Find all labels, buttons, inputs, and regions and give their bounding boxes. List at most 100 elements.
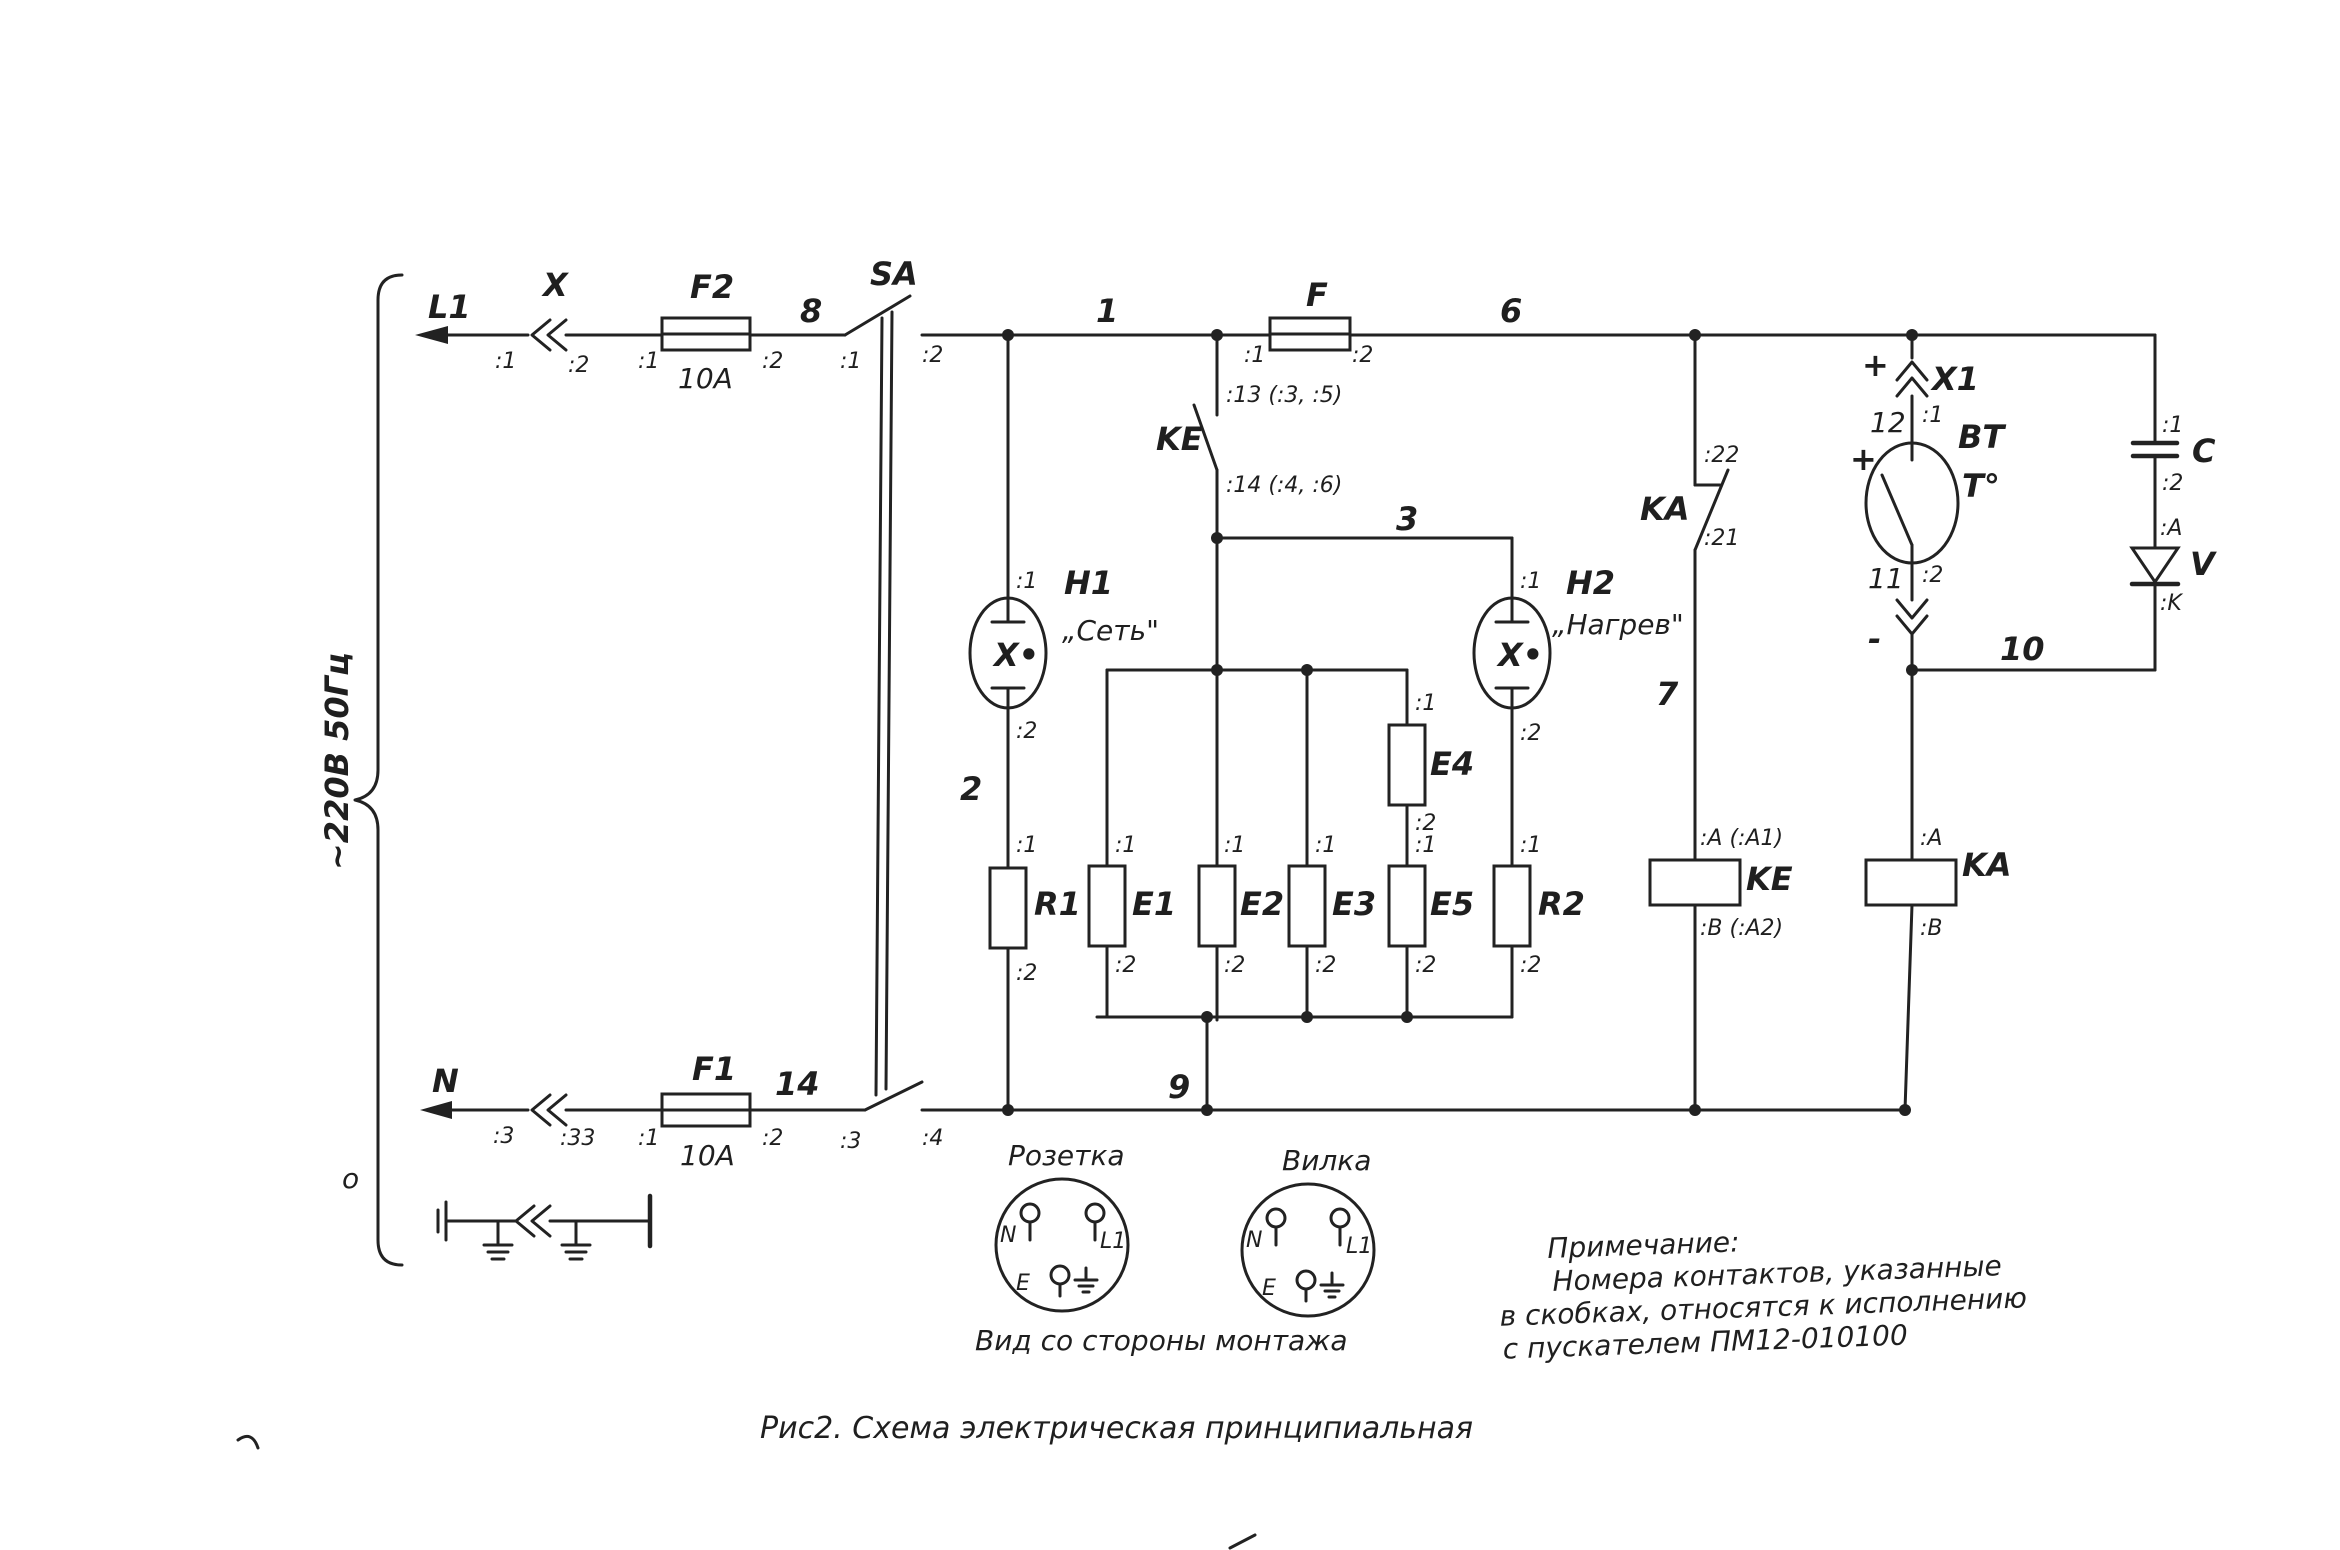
- ka-contact-label: KA: [1640, 490, 1690, 528]
- fuse-f2-pin1: :1: [638, 349, 659, 374]
- x-connector-n: [530, 1093, 568, 1127]
- x-connector-l1: [530, 318, 568, 352]
- resistor-r2-label: R2: [1538, 885, 1585, 923]
- lamp-h2-caption: „Нагрев": [1552, 608, 1684, 641]
- wire-8-label: 8: [800, 292, 822, 330]
- fuse-f1-pin1: :1: [638, 1126, 659, 1151]
- resistor-r1-pin1: :1: [1016, 833, 1037, 858]
- resistor-r2-pin2: :2: [1520, 953, 1541, 978]
- resistor-r2: [1492, 864, 1532, 948]
- resistor-r2-pin1: :1: [1520, 833, 1541, 858]
- wire-9-label: 9: [1168, 1068, 1190, 1106]
- x-pin-n-a: :3: [493, 1124, 514, 1149]
- sa-pin2: :2: [922, 343, 943, 368]
- coil-ke-pin-b: :B (:A2): [1700, 916, 1783, 941]
- coil-ke-pin-a: :A (:A1): [1700, 826, 1783, 851]
- sa-blade-bottom: [863, 1080, 924, 1112]
- heater-e3-pin2: :2: [1315, 953, 1336, 978]
- sensor-pin2: :2: [1922, 563, 1943, 588]
- socket-pin-l1: [1084, 1202, 1106, 1224]
- sensor-bt-needle: [1880, 473, 1914, 547]
- ka-contact-pin22: :22: [1704, 443, 1739, 468]
- note-title: Примечание:: [1547, 1225, 1740, 1265]
- fuse-f-pin1: :1: [1244, 343, 1265, 368]
- junction-dots: [1002, 329, 1918, 1116]
- coil-ka-pin-a: :A: [1920, 826, 1942, 851]
- diode-pin-a: :A: [2160, 516, 2182, 541]
- lamp-h2-label: H2: [1566, 564, 1615, 602]
- x-pin-n-b: :33: [560, 1126, 595, 1151]
- fuse-f2-pin2: :2: [762, 349, 783, 374]
- plug-label-e: E: [1262, 1276, 1276, 1301]
- sensor-node-11: 11: [1868, 562, 1904, 595]
- wire-2-label: 2: [960, 770, 982, 808]
- sensor-pin1: :1: [1922, 403, 1943, 428]
- lamp-h2-pin1: :1: [1520, 569, 1541, 594]
- heater-e4-pin1: :1: [1415, 691, 1436, 716]
- figure-caption: Рис2. Схема электрическая принципиальная: [760, 1411, 1473, 1446]
- supply-bracket: [353, 273, 404, 1267]
- heater-e2-pin2: :2: [1224, 953, 1245, 978]
- sa-pin4: :4: [922, 1126, 943, 1151]
- n-label: N: [432, 1062, 459, 1100]
- lamp-h2-pin2: :2: [1520, 721, 1541, 746]
- ke-contact-blade: [1192, 403, 1219, 472]
- lamp-h1-pin1: :1: [1016, 569, 1037, 594]
- plug-earth-icon: [1319, 1271, 1345, 1299]
- fuse-f1-label: F1: [692, 1050, 736, 1088]
- plug-label-l1: L1: [1346, 1234, 1372, 1259]
- plug-pin-e: [1295, 1269, 1317, 1291]
- wire-1-label: 1: [1096, 292, 1118, 330]
- socket-earth-icon: [1073, 1266, 1099, 1294]
- heater-e3: [1287, 864, 1327, 948]
- earth-connector: [436, 1193, 653, 1261]
- sa-pin1: :1: [840, 349, 861, 374]
- lamp-h1-cross: X•: [992, 636, 1039, 674]
- heater-e4: [1387, 723, 1427, 807]
- supply-voltage-label: ~220В 50Гц: [318, 652, 356, 870]
- plug-label-n: N: [1246, 1228, 1262, 1253]
- fuse-f2-rating: 10А: [678, 362, 733, 395]
- socket-pin-n: [1019, 1202, 1041, 1224]
- coil-ke: [1648, 858, 1742, 907]
- heater-e1-label: E1: [1132, 885, 1176, 923]
- socket-label-n: N: [1000, 1223, 1016, 1248]
- diode-label: V: [2190, 545, 2217, 583]
- sensor-node-12: 12: [1870, 406, 1906, 439]
- ground-o-label: o: [342, 1162, 359, 1195]
- socket-pin-e: [1049, 1264, 1071, 1286]
- lamp-h1-label: H1: [1064, 564, 1113, 602]
- ka-contact-blade: [1693, 468, 1730, 552]
- heater-e1: [1087, 864, 1127, 948]
- wire-6-label: 6: [1500, 292, 1522, 330]
- heater-e2: [1197, 864, 1237, 948]
- capacitor-pin2: :2: [2162, 471, 2183, 496]
- connector-view-note: Вид со стороны монтажа: [975, 1324, 1348, 1357]
- capacitor-label: C: [2192, 432, 2216, 470]
- sa-blade-top: [843, 294, 912, 337]
- plug-pin-l1: [1329, 1207, 1351, 1229]
- sensor-bt-label: BT: [1958, 418, 2006, 456]
- sensor-plus-top: +: [1862, 346, 1889, 384]
- capacitor-pin1: :1: [2162, 413, 2183, 438]
- x1-connector-top: [1895, 360, 1929, 398]
- scan-mark-left: [236, 1434, 260, 1450]
- fuse-f2-label: F2: [690, 268, 734, 306]
- heater-e1-pin2: :2: [1115, 953, 1136, 978]
- heater-e5-label: E5: [1430, 885, 1474, 923]
- ke-contact-pin14: :14 (:4, :6): [1226, 473, 1342, 498]
- sa-mechanical-link-2: [884, 310, 894, 1091]
- lamp-h2-cross: X•: [1496, 636, 1543, 674]
- diode-v: [2129, 546, 2181, 585]
- ke-contact-pin13: :13 (:3, :5): [1226, 383, 1342, 408]
- wire-10-label: 10: [2000, 630, 2045, 668]
- note-block: Примечание: Номера контактов, указанные …: [1499, 1225, 2027, 1365]
- wire-7-label: 7: [1656, 675, 1679, 713]
- sa-label: SA: [870, 255, 918, 293]
- resistor-r1-label: R1: [1034, 885, 1081, 923]
- socket-label-e: E: [1016, 1271, 1030, 1296]
- fuse-f-label: F: [1306, 276, 1328, 314]
- scan-mark-bottom: [1228, 1533, 1257, 1550]
- x1-label: X1: [1930, 360, 1979, 398]
